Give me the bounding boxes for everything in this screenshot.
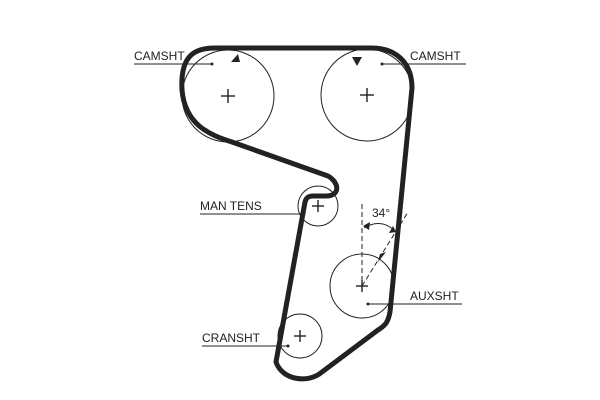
auxiliary-shaft-label: AUXSHT [410,289,459,303]
label-camshaft-right: CAMSHT [380,49,466,66]
angle-line-arrow [378,252,386,262]
camshaft-left-label: CAMSHT [134,49,185,63]
label-manual-tensioner: MAN TENS [200,199,306,216]
angled-reference-line [361,211,409,287]
crankshaft-pulley [277,313,323,359]
left-camshaft-pulley [181,49,275,143]
manual-tensioner-pulley [297,185,339,227]
label-auxiliary-shaft: AUXSHT [366,289,462,306]
manual-tensioner-label: MAN TENS [200,199,262,213]
angle-indicator: 34° [361,204,409,287]
label-crankshaft: CRANSHT [202,331,290,348]
label-camshaft-left: CAMSHT [134,49,214,66]
timing-belt [179,45,415,382]
timing-mark-left [231,54,240,62]
angle-arrow-left [363,222,370,230]
crankshaft-label: CRANSHT [202,331,261,345]
angle-label: 34° [372,206,390,220]
camshaft-right-label: CAMSHT [410,49,461,63]
angle-arrow-right [389,226,396,233]
right-camshaft-pulley [320,48,414,142]
timing-mark-right [352,57,362,66]
